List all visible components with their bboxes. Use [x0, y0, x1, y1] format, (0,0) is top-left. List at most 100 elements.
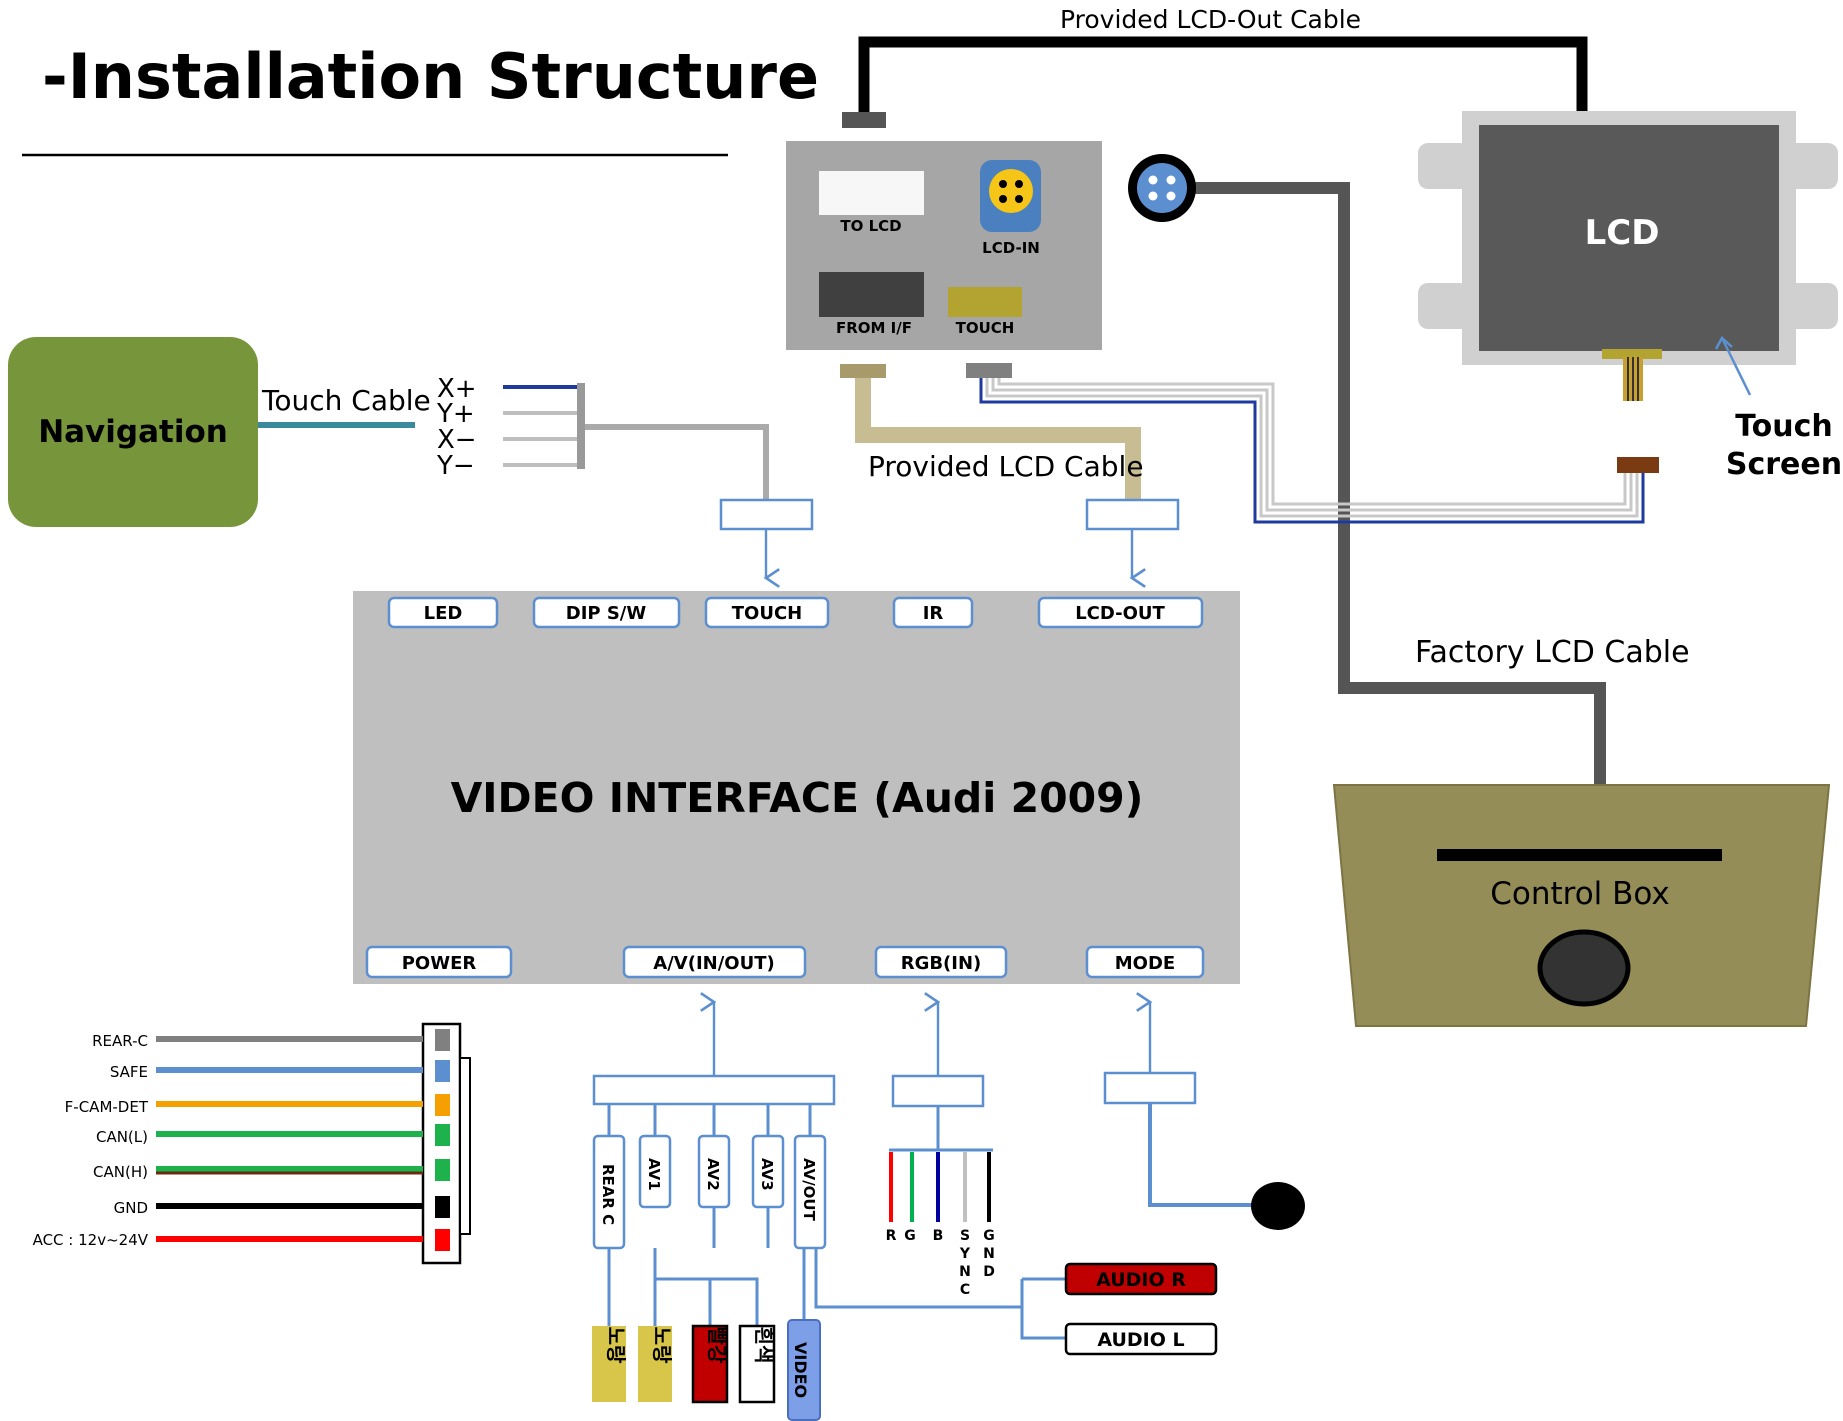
av-channel-socket[interactable]: [638, 1134, 672, 1209]
power-wire-label: F-CAM-DET: [65, 1098, 149, 1116]
audio-r-label: AUDIO R: [1096, 1269, 1186, 1291]
touch-pin-label: X−: [437, 425, 477, 455]
video-plug-label: VIDEO: [791, 1342, 810, 1398]
audio-r-plug[interactable]: [1064, 1262, 1218, 1296]
rgb-pin-label-sync: N: [959, 1264, 971, 1280]
mode-button[interactable]: [1251, 1182, 1305, 1230]
page-title: -Installation Structure: [42, 40, 819, 113]
rca-label: 빨강: [705, 1327, 729, 1364]
rca-label: 노랑: [604, 1327, 628, 1364]
av-harness: REAR C AV1 AV2 AV3 AV/OUT 노랑 노랑 빨강 흰색 VI…: [592, 992, 1218, 1421]
port-av[interactable]: [622, 945, 807, 979]
touch-pin-label: Y−: [436, 451, 475, 481]
power-harness: REAR-C SAFE F-CAM-DET CAN(L) CAN(H) GND …: [33, 1022, 471, 1265]
audio-l-plug[interactable]: [1064, 1322, 1218, 1356]
rgb-connector: [891, 1074, 985, 1108]
touch-pin-wires: [503, 383, 769, 500]
power-wire-label: GND: [114, 1199, 148, 1217]
control-box-slot: [1437, 849, 1722, 861]
rca-label: 흰색: [752, 1327, 776, 1364]
power-pin: [435, 1029, 450, 1051]
av-connector: [592, 1074, 836, 1106]
mode-connector: [1103, 1071, 1197, 1105]
lcd-out-connector: [1085, 498, 1180, 531]
touch-cable-label: Touch Cable: [261, 384, 431, 417]
to-lcd-label: TO LCD: [840, 217, 901, 235]
power-wire-label: CAN(L): [96, 1128, 148, 1146]
top-ports: LED DIP S/W TOUCH IR LCD-OUT: [387, 596, 1204, 629]
rca-plug-red[interactable]: [691, 1324, 729, 1404]
av-channel-label: AV2: [704, 1158, 722, 1191]
video-plug[interactable]: [787, 1319, 821, 1421]
touch-flex-connector: [1602, 349, 1662, 359]
port-led[interactable]: [387, 596, 499, 629]
lcd-adapter-board: TO LCD LCD-IN FROM I/F TOUCH: [786, 141, 1102, 350]
to-lcd-port[interactable]: [819, 171, 924, 215]
rgb-pin-label-sync: S: [960, 1228, 970, 1244]
from-if-label: FROM I/F: [836, 319, 912, 337]
lcd-out-cable: [858, 36, 1588, 118]
provided-lcd-cable: [855, 378, 1141, 500]
port-lcd-out-label: LCD-OUT: [1075, 603, 1165, 624]
power-wire-label: REAR-C: [92, 1032, 148, 1050]
av-channel-socket[interactable]: [793, 1134, 827, 1250]
power-pin: [435, 1159, 450, 1181]
port-ir-label: IR: [923, 603, 944, 624]
touch-screen-label: Screen: [1726, 447, 1842, 482]
video-interface-title: VIDEO INTERFACE (Audi 2009): [451, 774, 1144, 822]
from-if-plug: [840, 364, 886, 378]
provided-lcd-cable-label: Provided LCD Cable: [868, 450, 1144, 483]
port-ir[interactable]: [892, 596, 974, 629]
power-pin: [435, 1124, 450, 1146]
rca-plug-yellow[interactable]: [592, 1326, 626, 1402]
from-if-port[interactable]: [819, 272, 924, 317]
rgb-pin-label-gnd: G: [983, 1228, 995, 1244]
navigation-unit: [8, 337, 258, 527]
rgb-pin-label: B: [933, 1228, 944, 1244]
av-channel-socket[interactable]: [751, 1134, 785, 1209]
port-mode[interactable]: [1085, 945, 1205, 979]
lcd-in-label: LCD-IN: [982, 239, 1040, 257]
touch-screen-plug: [1617, 457, 1659, 473]
navigation-label: Navigation: [38, 414, 228, 450]
rgb-pin-label-sync: Y: [959, 1246, 971, 1262]
power-wire-label: SAFE: [110, 1063, 148, 1081]
lcd-label: LCD: [1585, 213, 1660, 253]
port-power[interactable]: [365, 945, 513, 979]
rgb-wire-lines: [889, 1152, 991, 1222]
av-channel-label: AV/OUT: [800, 1158, 818, 1222]
av-channel-label: AV1: [645, 1158, 663, 1191]
lcd-in-pins: [989, 169, 1033, 213]
lcd-out-cable-label: Provided LCD-Out Cable: [1060, 5, 1361, 34]
power-wire-labels: REAR-C SAFE F-CAM-DET CAN(L) CAN(H) GND …: [33, 1032, 149, 1249]
factory-lcd-cable: [1180, 182, 1606, 785]
control-box: Control Box: [1332, 784, 1831, 1027]
lcd-in-pin-dots: [999, 180, 1023, 203]
video-interface-box: [353, 591, 1240, 984]
touch-screen-label: Touch: [1735, 409, 1833, 444]
av-channel-socket[interactable]: [697, 1134, 731, 1209]
port-rgb[interactable]: [874, 945, 1008, 979]
av-channel-socket[interactable]: [592, 1134, 626, 1250]
av-channel-label: REAR C: [599, 1164, 617, 1225]
rca-plug-white[interactable]: [738, 1324, 776, 1404]
port-dip-sw[interactable]: [532, 596, 681, 629]
factory-lcd-cable-label: Factory LCD Cable: [1415, 635, 1690, 670]
power-pin: [435, 1094, 450, 1116]
touch-pin-label: Y+: [436, 399, 475, 429]
touch-port[interactable]: [948, 287, 1022, 317]
port-touch[interactable]: [704, 596, 830, 629]
rgb-pin-label: R: [886, 1228, 897, 1244]
port-lcd-out[interactable]: [1037, 596, 1204, 629]
touch-connector: [719, 498, 814, 531]
port-av-label: A/V(IN/OUT): [653, 953, 774, 974]
rgb-pin-label-gnd: D: [983, 1264, 995, 1280]
port-rgb-label: RGB(IN): [901, 953, 982, 974]
rgb-pin-label-sync: C: [960, 1282, 970, 1298]
port-mode-label: MODE: [1115, 953, 1175, 974]
power-wire-label: ACC : 12v~24V: [33, 1231, 149, 1249]
power-pin: [435, 1229, 450, 1251]
rca-plug-yellow[interactable]: [638, 1326, 672, 1402]
power-wire-lines: [156, 1029, 450, 1251]
rgb-pin-label-gnd: N: [983, 1246, 995, 1262]
